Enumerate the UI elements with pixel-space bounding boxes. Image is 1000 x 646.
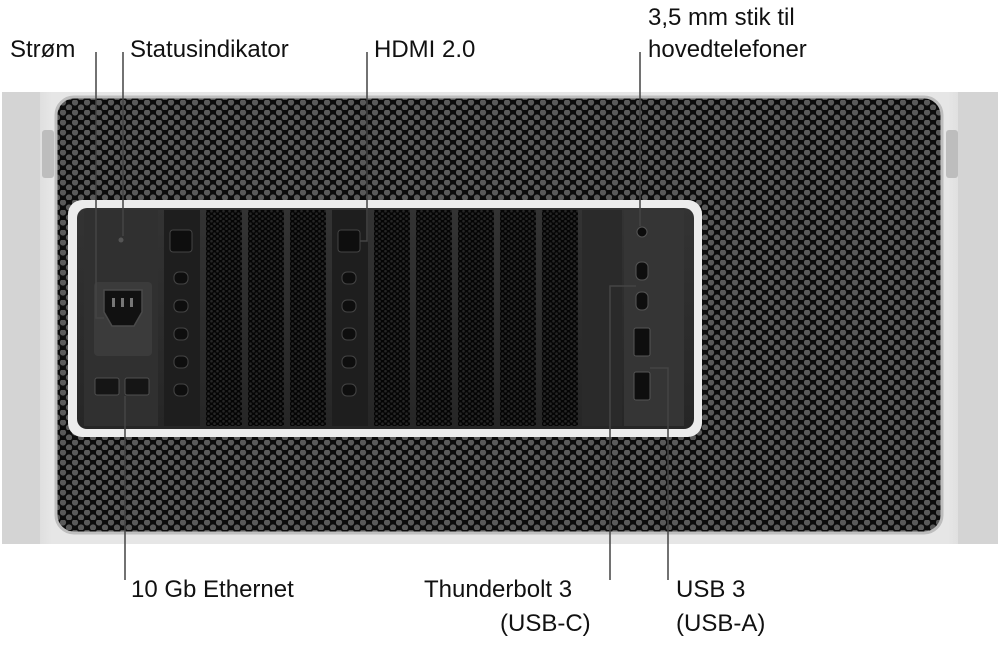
thunderbolt-port-2	[635, 291, 649, 311]
leader-hdmi	[360, 52, 368, 242]
label-usb-line1: USB 3	[676, 576, 746, 603]
io-card	[624, 210, 684, 426]
power-socket	[103, 289, 143, 327]
label-thunderbolt-line2: (USB-C)	[500, 610, 591, 637]
right-rail	[958, 92, 998, 544]
ethernet-port-2	[124, 377, 150, 396]
leader-thunderbolt	[609, 285, 636, 580]
label-headphone-line2: hovedtelefoner	[648, 36, 807, 63]
label-usb-line2: (USB-A)	[676, 610, 766, 637]
label-ethernet: 10 Gb Ethernet	[131, 576, 294, 603]
status-led	[118, 237, 124, 243]
usb-a-port-2	[633, 371, 651, 401]
left-rail	[2, 92, 40, 544]
leader-power	[95, 52, 104, 319]
thunderbolt-port-1	[635, 261, 649, 281]
right-handle	[946, 130, 958, 178]
left-handle	[42, 130, 54, 178]
headphone-jack	[636, 226, 648, 238]
leader-usb	[650, 367, 669, 580]
leader-lines	[95, 52, 669, 580]
usb-a-port-1	[633, 327, 651, 357]
label-thunderbolt-line1: Thunderbolt 3	[424, 576, 573, 603]
label-hdmi: HDMI 2.0	[374, 36, 476, 63]
mpx-card-ports	[169, 229, 361, 397]
label-headphone-line1: 3,5 mm stik til	[648, 4, 795, 31]
io-card-left	[582, 210, 622, 426]
label-power: Strøm	[10, 36, 76, 63]
label-status-indicator: Statusindikator	[130, 36, 289, 63]
ethernet-port-1	[94, 377, 120, 396]
